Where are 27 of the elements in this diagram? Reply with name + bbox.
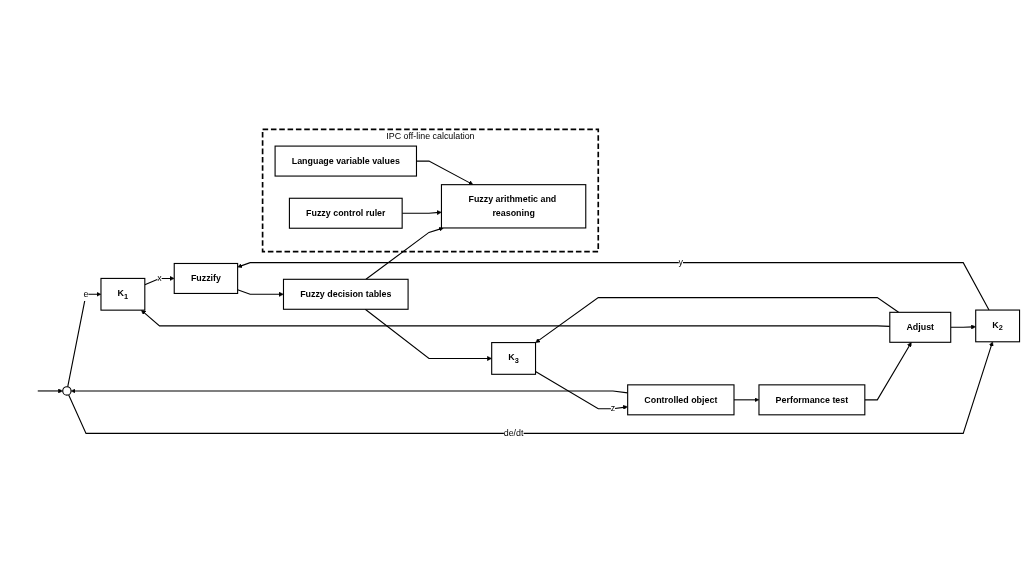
node-box: Fuzzify: [173, 262, 239, 294]
arrow: [37, 388, 63, 394]
arrow: [364, 308, 492, 361]
arrow: [144, 275, 175, 286]
arrow: [534, 370, 628, 410]
node-box: Language variable values: [274, 145, 418, 177]
edge-label: z: [610, 403, 616, 413]
node-circle: [62, 385, 72, 396]
arrow: [864, 341, 912, 401]
edge-label: e: [83, 289, 89, 299]
arrow: [68, 341, 994, 434]
arrow: [535, 296, 900, 343]
node-box: Fuzzy arithmetic and reasoning: [440, 183, 587, 229]
edge-label: x: [157, 273, 162, 283]
node-box: Performance test: [758, 384, 866, 416]
edge-label: y: [678, 257, 684, 267]
node-box: K$_{3}$: [491, 341, 537, 375]
arrow: [237, 289, 284, 297]
arrow: [950, 324, 976, 330]
node-box: Controlled object: [627, 384, 735, 416]
node-box: Adjust: [889, 311, 952, 343]
edge-label: de/dt: [503, 428, 524, 438]
arrow: [365, 226, 444, 280]
node-box: Fuzzy decision tables: [282, 278, 409, 310]
node-box: K$_{2}$: [975, 309, 1021, 343]
node-box: Fuzzy control ruler: [288, 197, 403, 229]
node-box: K$_{1}$: [100, 277, 146, 311]
